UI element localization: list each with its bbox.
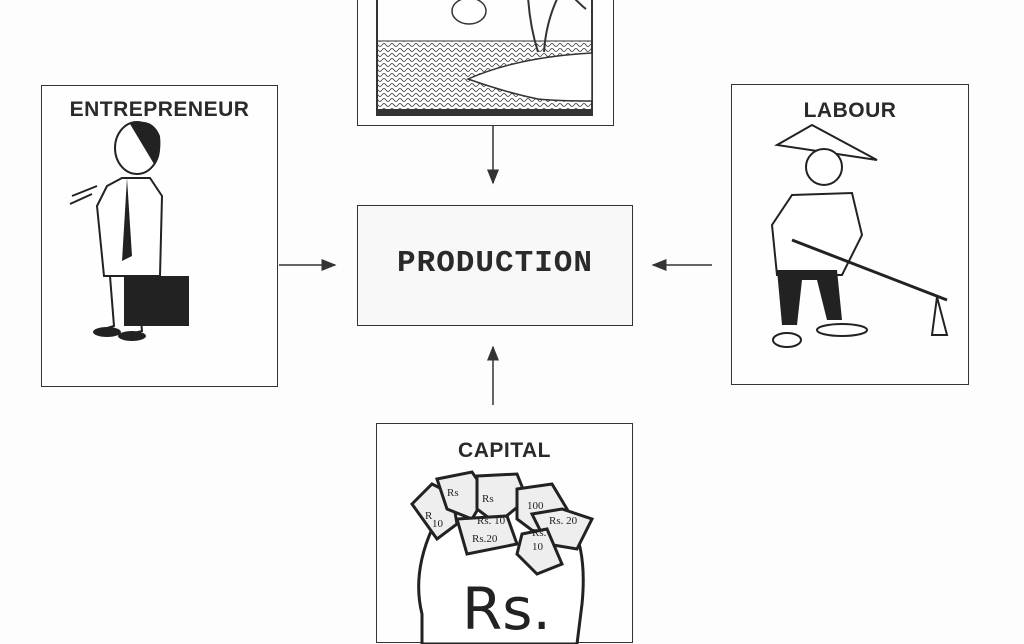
capital-box: CAPITAL Rs Rs R 10 100 Rs. 20 Rs.20 Rs. … — [376, 423, 633, 644]
land-landscape-illustration — [376, 0, 593, 116]
labour-label: LABOUR — [803, 99, 897, 122]
note-text: Rs.20 — [472, 533, 498, 545]
note-text: 10 — [532, 541, 544, 553]
note-text: 100 — [527, 500, 544, 512]
money-bag-illustration: Rs Rs R 10 100 Rs. 20 Rs.20 Rs. 10 Rs. 1… — [410, 470, 595, 644]
production-box: PRODUCTION — [357, 205, 633, 326]
note-text: R — [425, 510, 433, 522]
labour-box: LABOUR — [731, 84, 969, 385]
note-text: Rs. 10 — [477, 515, 506, 527]
note-text: Rs — [482, 493, 494, 505]
farmer-with-hoe-illustration — [770, 123, 949, 348]
note-text: 10 — [432, 518, 444, 530]
land-box — [357, 0, 614, 126]
entrepreneur-label: ENTREPRENEUR — [69, 98, 250, 121]
entrepreneur-box: ENTREPRENEUR — [41, 85, 278, 387]
arrows-layer — [279, 126, 712, 405]
note-text: Rs. — [532, 527, 547, 539]
capital-label: CAPITAL — [458, 439, 551, 462]
note-text: Rs. 20 — [549, 515, 578, 527]
rupee-symbol-text: Rs. — [462, 575, 551, 643]
note-text: Rs — [447, 487, 459, 499]
businessman-illustration — [69, 121, 189, 341]
production-label: PRODUCTION — [396, 246, 594, 281]
